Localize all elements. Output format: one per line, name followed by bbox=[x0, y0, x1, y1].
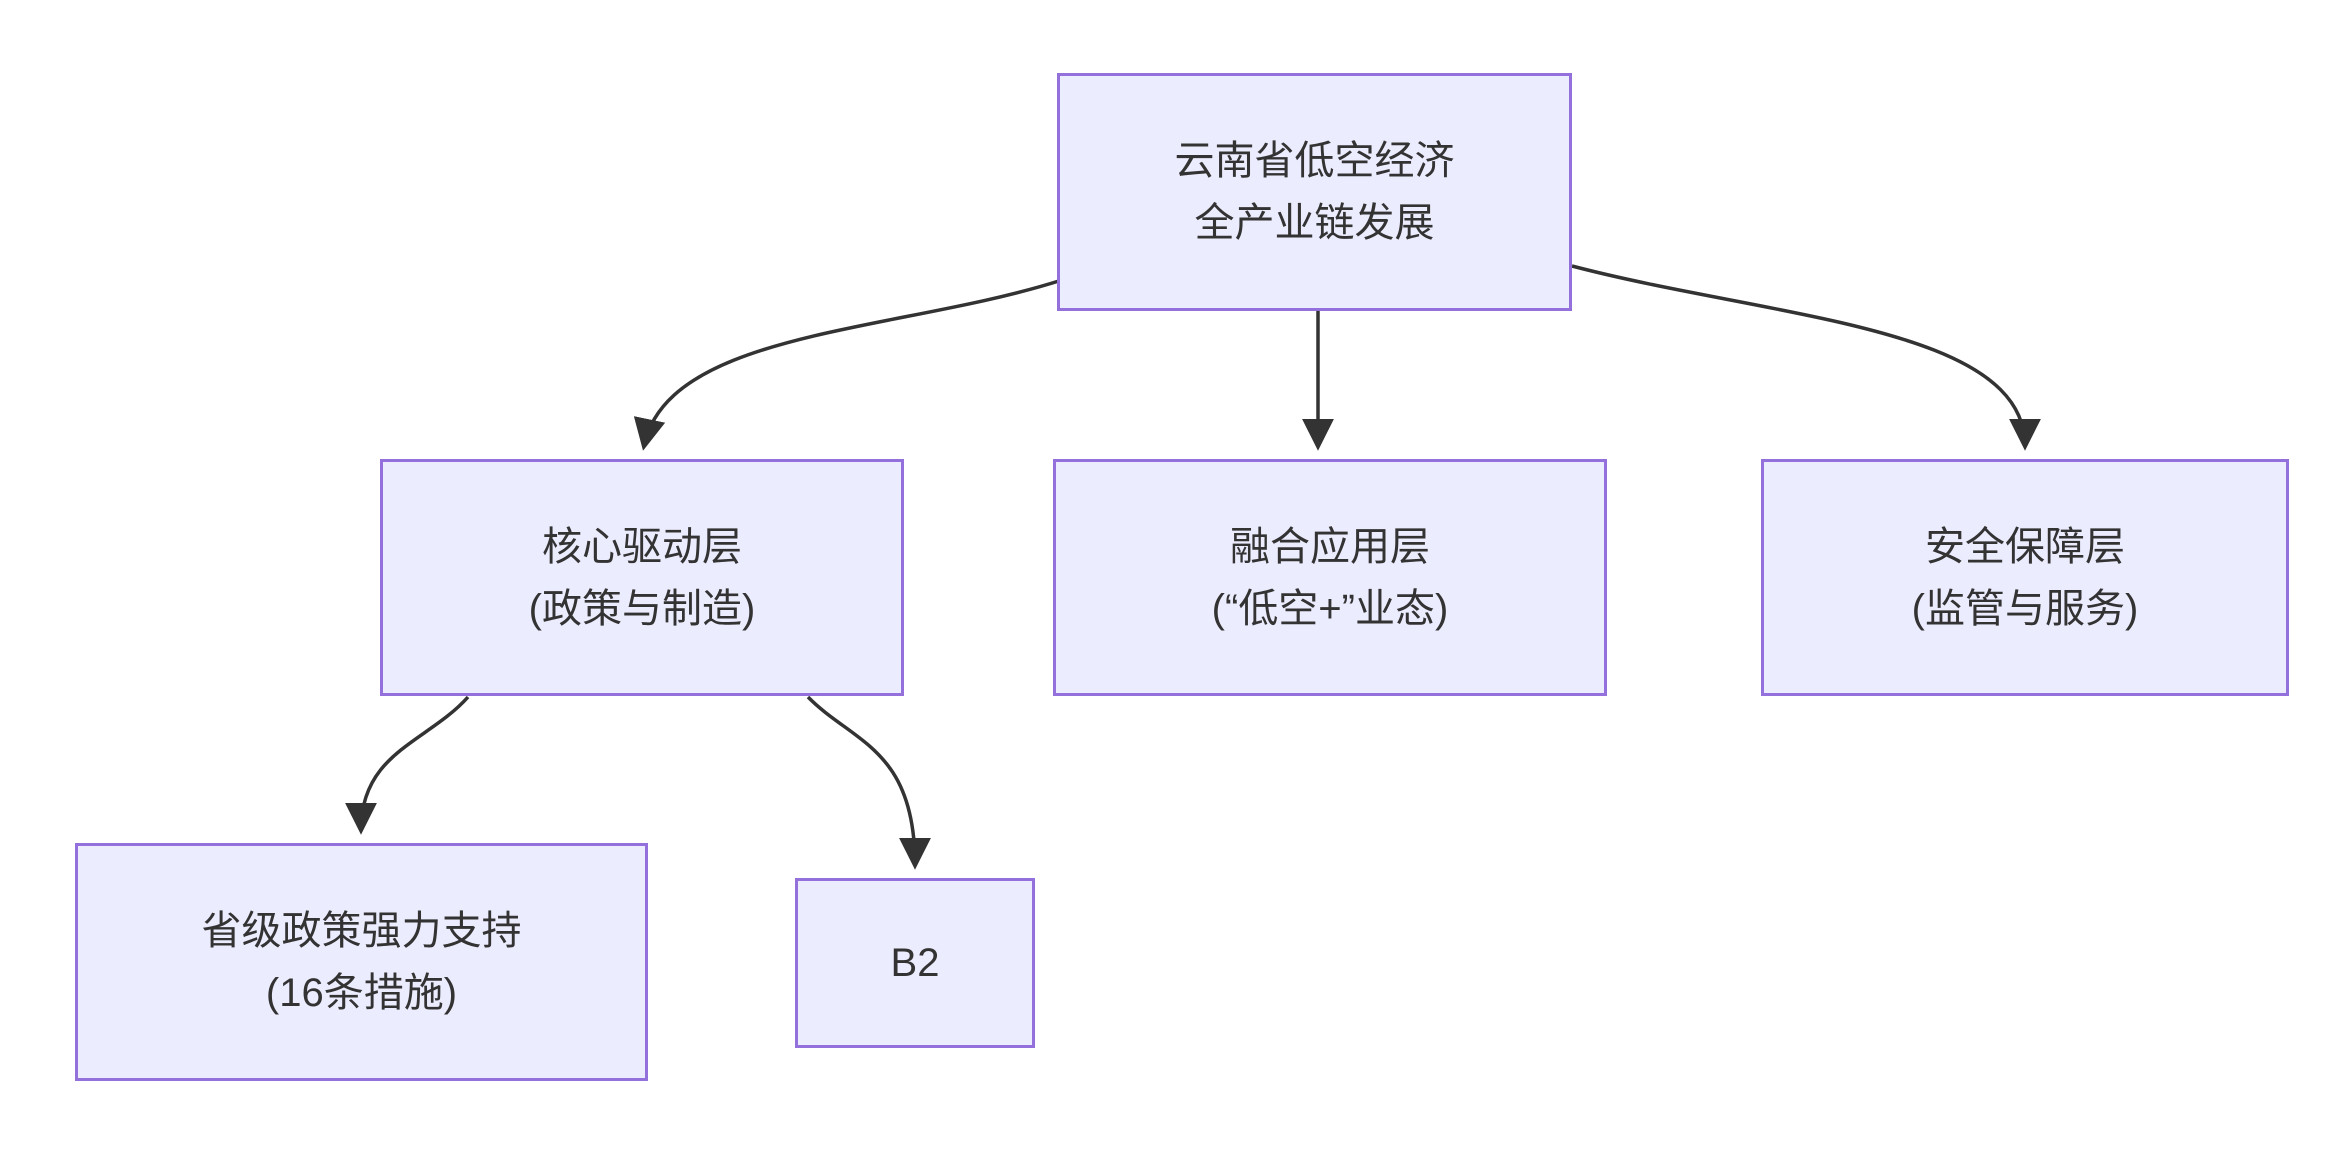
edge-core-b2 bbox=[806, 695, 931, 870]
edge-core-policy bbox=[345, 695, 470, 835]
node-core-line2: (政策与制造) bbox=[528, 586, 756, 631]
node-policy-line1: 省级政策强力支持 bbox=[201, 909, 522, 953]
node-fusion-line2: (“低空+”业态) bbox=[1211, 586, 1449, 631]
node-b2-line1: B2 bbox=[890, 941, 940, 985]
node-policy-line2: (16条措施) bbox=[265, 971, 458, 1015]
node-safety-line1: 安全保障层 bbox=[1925, 524, 2125, 569]
node-fusion-application-layer: 融合应用层 (“低空+”业态) bbox=[1053, 459, 1607, 696]
node-core-driver-layer: 核心驱动层 (政策与制造) bbox=[380, 459, 904, 696]
node-root-line1: 云南省低空经济 bbox=[1174, 139, 1455, 183]
node-safety-line2: (监管与服务) bbox=[1911, 586, 2139, 631]
node-b2: B2 bbox=[795, 878, 1035, 1048]
node-root: 云南省低空经济 全产业链发展 bbox=[1057, 73, 1572, 311]
edge-root-core bbox=[633, 278, 1063, 451]
node-safety-assurance-layer: 安全保障层 (监管与服务) bbox=[1761, 459, 2289, 696]
node-root-line2: 全产业链发展 bbox=[1194, 201, 1435, 245]
edge-root-safety bbox=[1571, 264, 2041, 451]
node-core-line1: 核心驱动层 bbox=[542, 524, 742, 569]
node-provincial-policy-support: 省级政策强力支持 (16条措施) bbox=[75, 843, 648, 1081]
node-fusion-line1: 融合应用层 bbox=[1230, 524, 1430, 569]
